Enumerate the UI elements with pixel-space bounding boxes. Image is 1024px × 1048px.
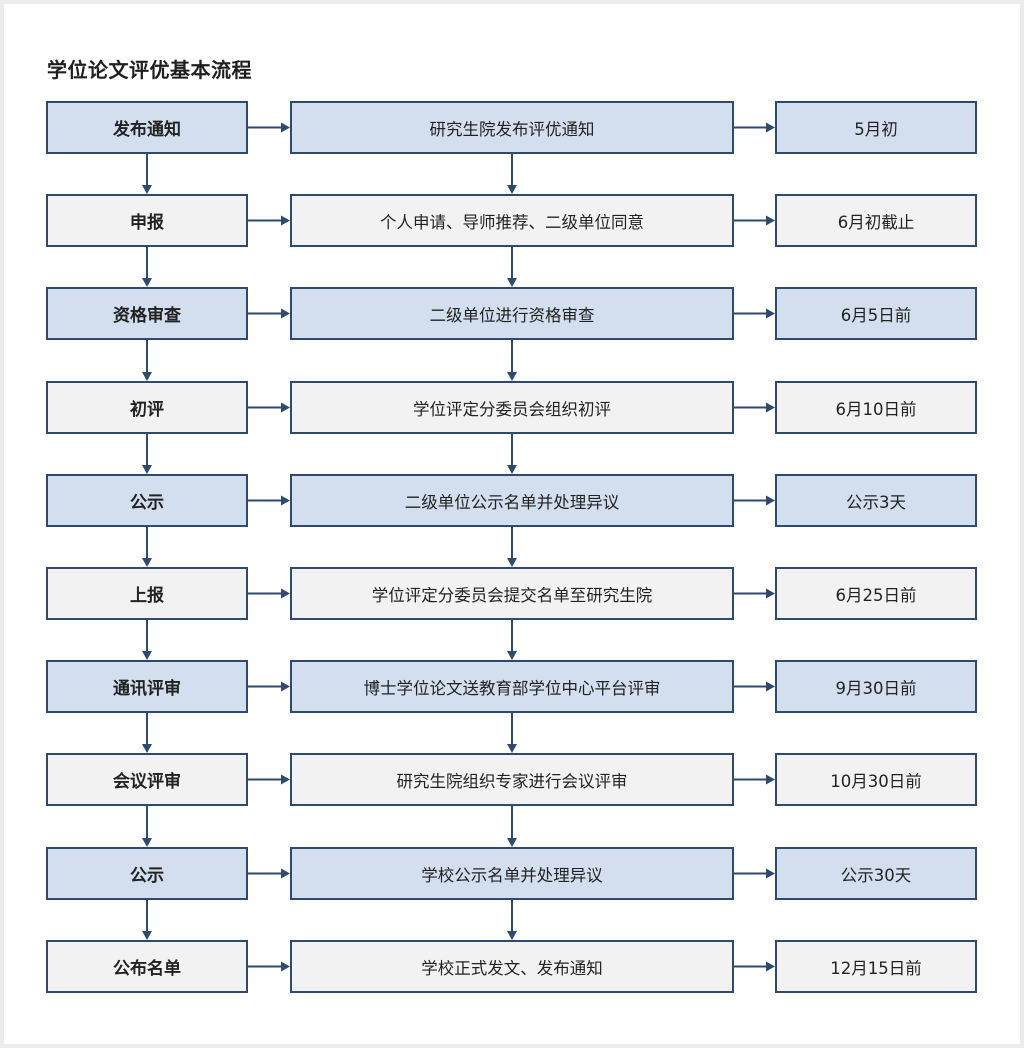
desc-box-10: 学校正式发文、发布通知 — [290, 940, 734, 993]
desc-box-7: 博士学位论文送教育部学位中心平台评审 — [290, 660, 734, 713]
time-box-10: 12月15日前 — [775, 940, 977, 993]
arrow-step-down-9 — [142, 900, 152, 940]
arrow-step-down-8 — [142, 806, 152, 847]
arrow-step-down-4 — [142, 434, 152, 474]
arrow-desc-to-time-2 — [734, 215, 775, 226]
time-box-1: 5月初 — [775, 101, 977, 154]
step-box-9: 公示 — [46, 847, 248, 900]
arrow-step-to-desc-9 — [248, 868, 290, 879]
time-box-7: 9月30日前 — [775, 660, 977, 713]
arrow-desc-to-time-4 — [734, 402, 775, 413]
arrow-desc-to-time-8 — [734, 774, 775, 785]
arrow-step-down-6 — [142, 620, 152, 660]
arrow-step-to-desc-10 — [248, 961, 290, 972]
time-box-6: 6月25日前 — [775, 567, 977, 620]
arrow-desc-to-time-3 — [734, 308, 775, 319]
desc-box-2: 个人申请、导师推荐、二级单位同意 — [290, 194, 734, 247]
time-box-2: 6月初截止 — [775, 194, 977, 247]
desc-box-8: 研究生院组织专家进行会议评审 — [290, 753, 734, 806]
arrow-step-down-2 — [142, 247, 152, 287]
arrow-desc-down-3 — [507, 340, 517, 381]
step-box-6: 上报 — [46, 567, 248, 620]
arrow-desc-to-time-5 — [734, 495, 775, 506]
arrow-desc-to-time-6 — [734, 588, 775, 599]
arrow-step-to-desc-8 — [248, 774, 290, 785]
arrow-desc-down-7 — [507, 713, 517, 753]
arrow-step-down-5 — [142, 527, 152, 567]
desc-box-4: 学位评定分委员会组织初评 — [290, 381, 734, 434]
diagram-title: 学位论文评优基本流程 — [47, 58, 252, 82]
desc-box-1: 研究生院发布评优通知 — [290, 101, 734, 154]
time-box-9: 公示30天 — [775, 847, 977, 900]
time-box-3: 6月5日前 — [775, 287, 977, 340]
arrow-desc-down-5 — [507, 527, 517, 567]
arrow-desc-down-9 — [507, 900, 517, 940]
arrow-desc-down-6 — [507, 620, 517, 660]
arrow-step-to-desc-4 — [248, 402, 290, 413]
step-box-10: 公布名单 — [46, 940, 248, 993]
arrow-desc-down-2 — [507, 247, 517, 287]
time-box-5: 公示3天 — [775, 474, 977, 527]
time-box-8: 10月30日前 — [775, 753, 977, 806]
arrow-step-to-desc-6 — [248, 588, 290, 599]
step-box-7: 通讯评审 — [46, 660, 248, 713]
arrow-desc-to-time-9 — [734, 868, 775, 879]
step-box-5: 公示 — [46, 474, 248, 527]
desc-box-6: 学位评定分委员会提交名单至研究生院 — [290, 567, 734, 620]
step-box-2: 申报 — [46, 194, 248, 247]
arrow-desc-to-time-7 — [734, 681, 775, 692]
arrow-step-to-desc-5 — [248, 495, 290, 506]
arrow-desc-to-time-1 — [734, 122, 775, 133]
arrow-step-down-7 — [142, 713, 152, 753]
desc-box-3: 二级单位进行资格审查 — [290, 287, 734, 340]
arrow-desc-down-8 — [507, 806, 517, 847]
arrow-step-down-3 — [142, 340, 152, 381]
arrow-desc-down-1 — [507, 154, 517, 194]
arrow-desc-to-time-10 — [734, 961, 775, 972]
time-box-4: 6月10日前 — [775, 381, 977, 434]
step-box-3: 资格审查 — [46, 287, 248, 340]
arrow-step-to-desc-2 — [248, 215, 290, 226]
step-box-4: 初评 — [46, 381, 248, 434]
arrow-step-to-desc-7 — [248, 681, 290, 692]
arrow-step-down-1 — [142, 154, 152, 194]
step-box-1: 发布通知 — [46, 101, 248, 154]
desc-box-5: 二级单位公示名单并处理异议 — [290, 474, 734, 527]
desc-box-9: 学校公示名单并处理异议 — [290, 847, 734, 900]
arrow-step-to-desc-1 — [248, 122, 290, 133]
arrow-step-to-desc-3 — [248, 308, 290, 319]
arrow-desc-down-4 — [507, 434, 517, 474]
step-box-8: 会议评审 — [46, 753, 248, 806]
